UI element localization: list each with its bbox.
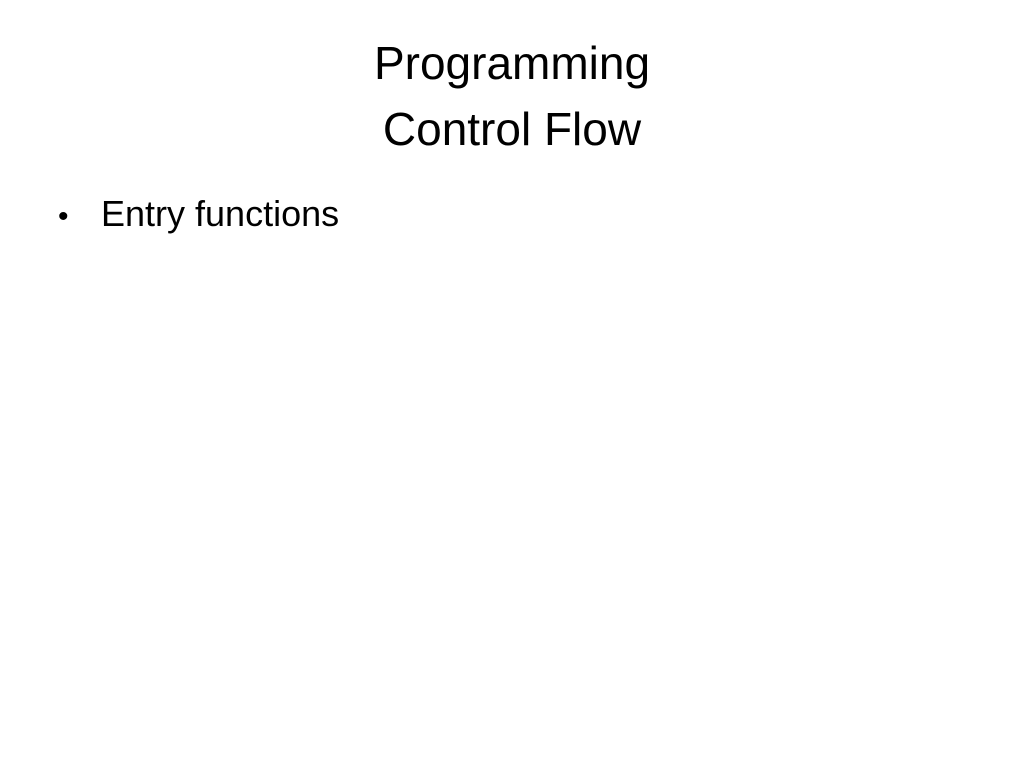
slide-title: Programming Control Flow	[0, 30, 1024, 162]
title-line-2: Control Flow	[382, 103, 642, 155]
bullet-text: Entry functions	[101, 193, 340, 234]
bullet-item: • Entry functions	[58, 186, 339, 245]
title-line-1: Programming	[373, 37, 651, 89]
bullet-marker: •	[58, 200, 69, 233]
bullet-list: • Entry functions	[58, 186, 339, 245]
